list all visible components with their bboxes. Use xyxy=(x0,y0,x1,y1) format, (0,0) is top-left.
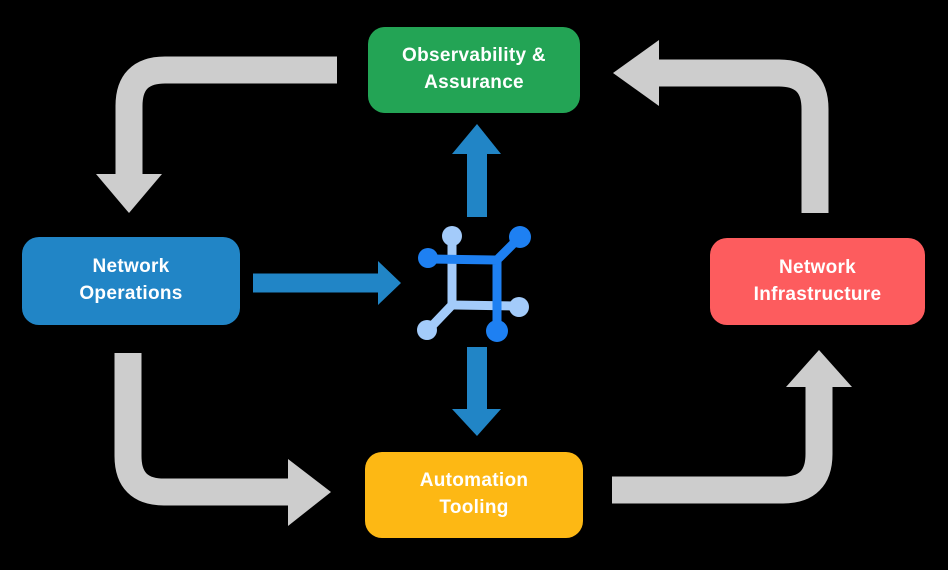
node-automation-tooling: Automation Tooling xyxy=(365,452,583,538)
arrow-center-to-automation xyxy=(452,347,501,436)
arrow-observability-to-operations xyxy=(96,56,337,213)
node-network-operations: Network Operations xyxy=(22,237,240,325)
arrow-infrastructure-to-observability xyxy=(613,40,829,213)
arrow-operations-to-center xyxy=(253,261,401,305)
node-network-infrastructure: Network Infrastructure xyxy=(710,238,925,325)
node-label-line: Network xyxy=(92,256,170,278)
network-mesh-icon xyxy=(417,226,531,342)
node-label-line: Assurance xyxy=(424,72,524,93)
node-label-line: Tooling xyxy=(439,497,509,518)
arrow-operations-to-automation xyxy=(114,353,331,526)
node-label-line: Network xyxy=(778,256,857,278)
node-observability-assurance: Observability & Assurance xyxy=(368,27,580,113)
node-label-line: Infrastructure xyxy=(753,283,882,305)
node-label-line: Operations xyxy=(79,283,183,304)
node-label-line: Observability & xyxy=(402,45,546,67)
node-label-line: Automation xyxy=(419,470,529,492)
arrow-automation-to-infrastructure xyxy=(612,350,852,504)
arrow-center-to-observability xyxy=(452,124,501,217)
